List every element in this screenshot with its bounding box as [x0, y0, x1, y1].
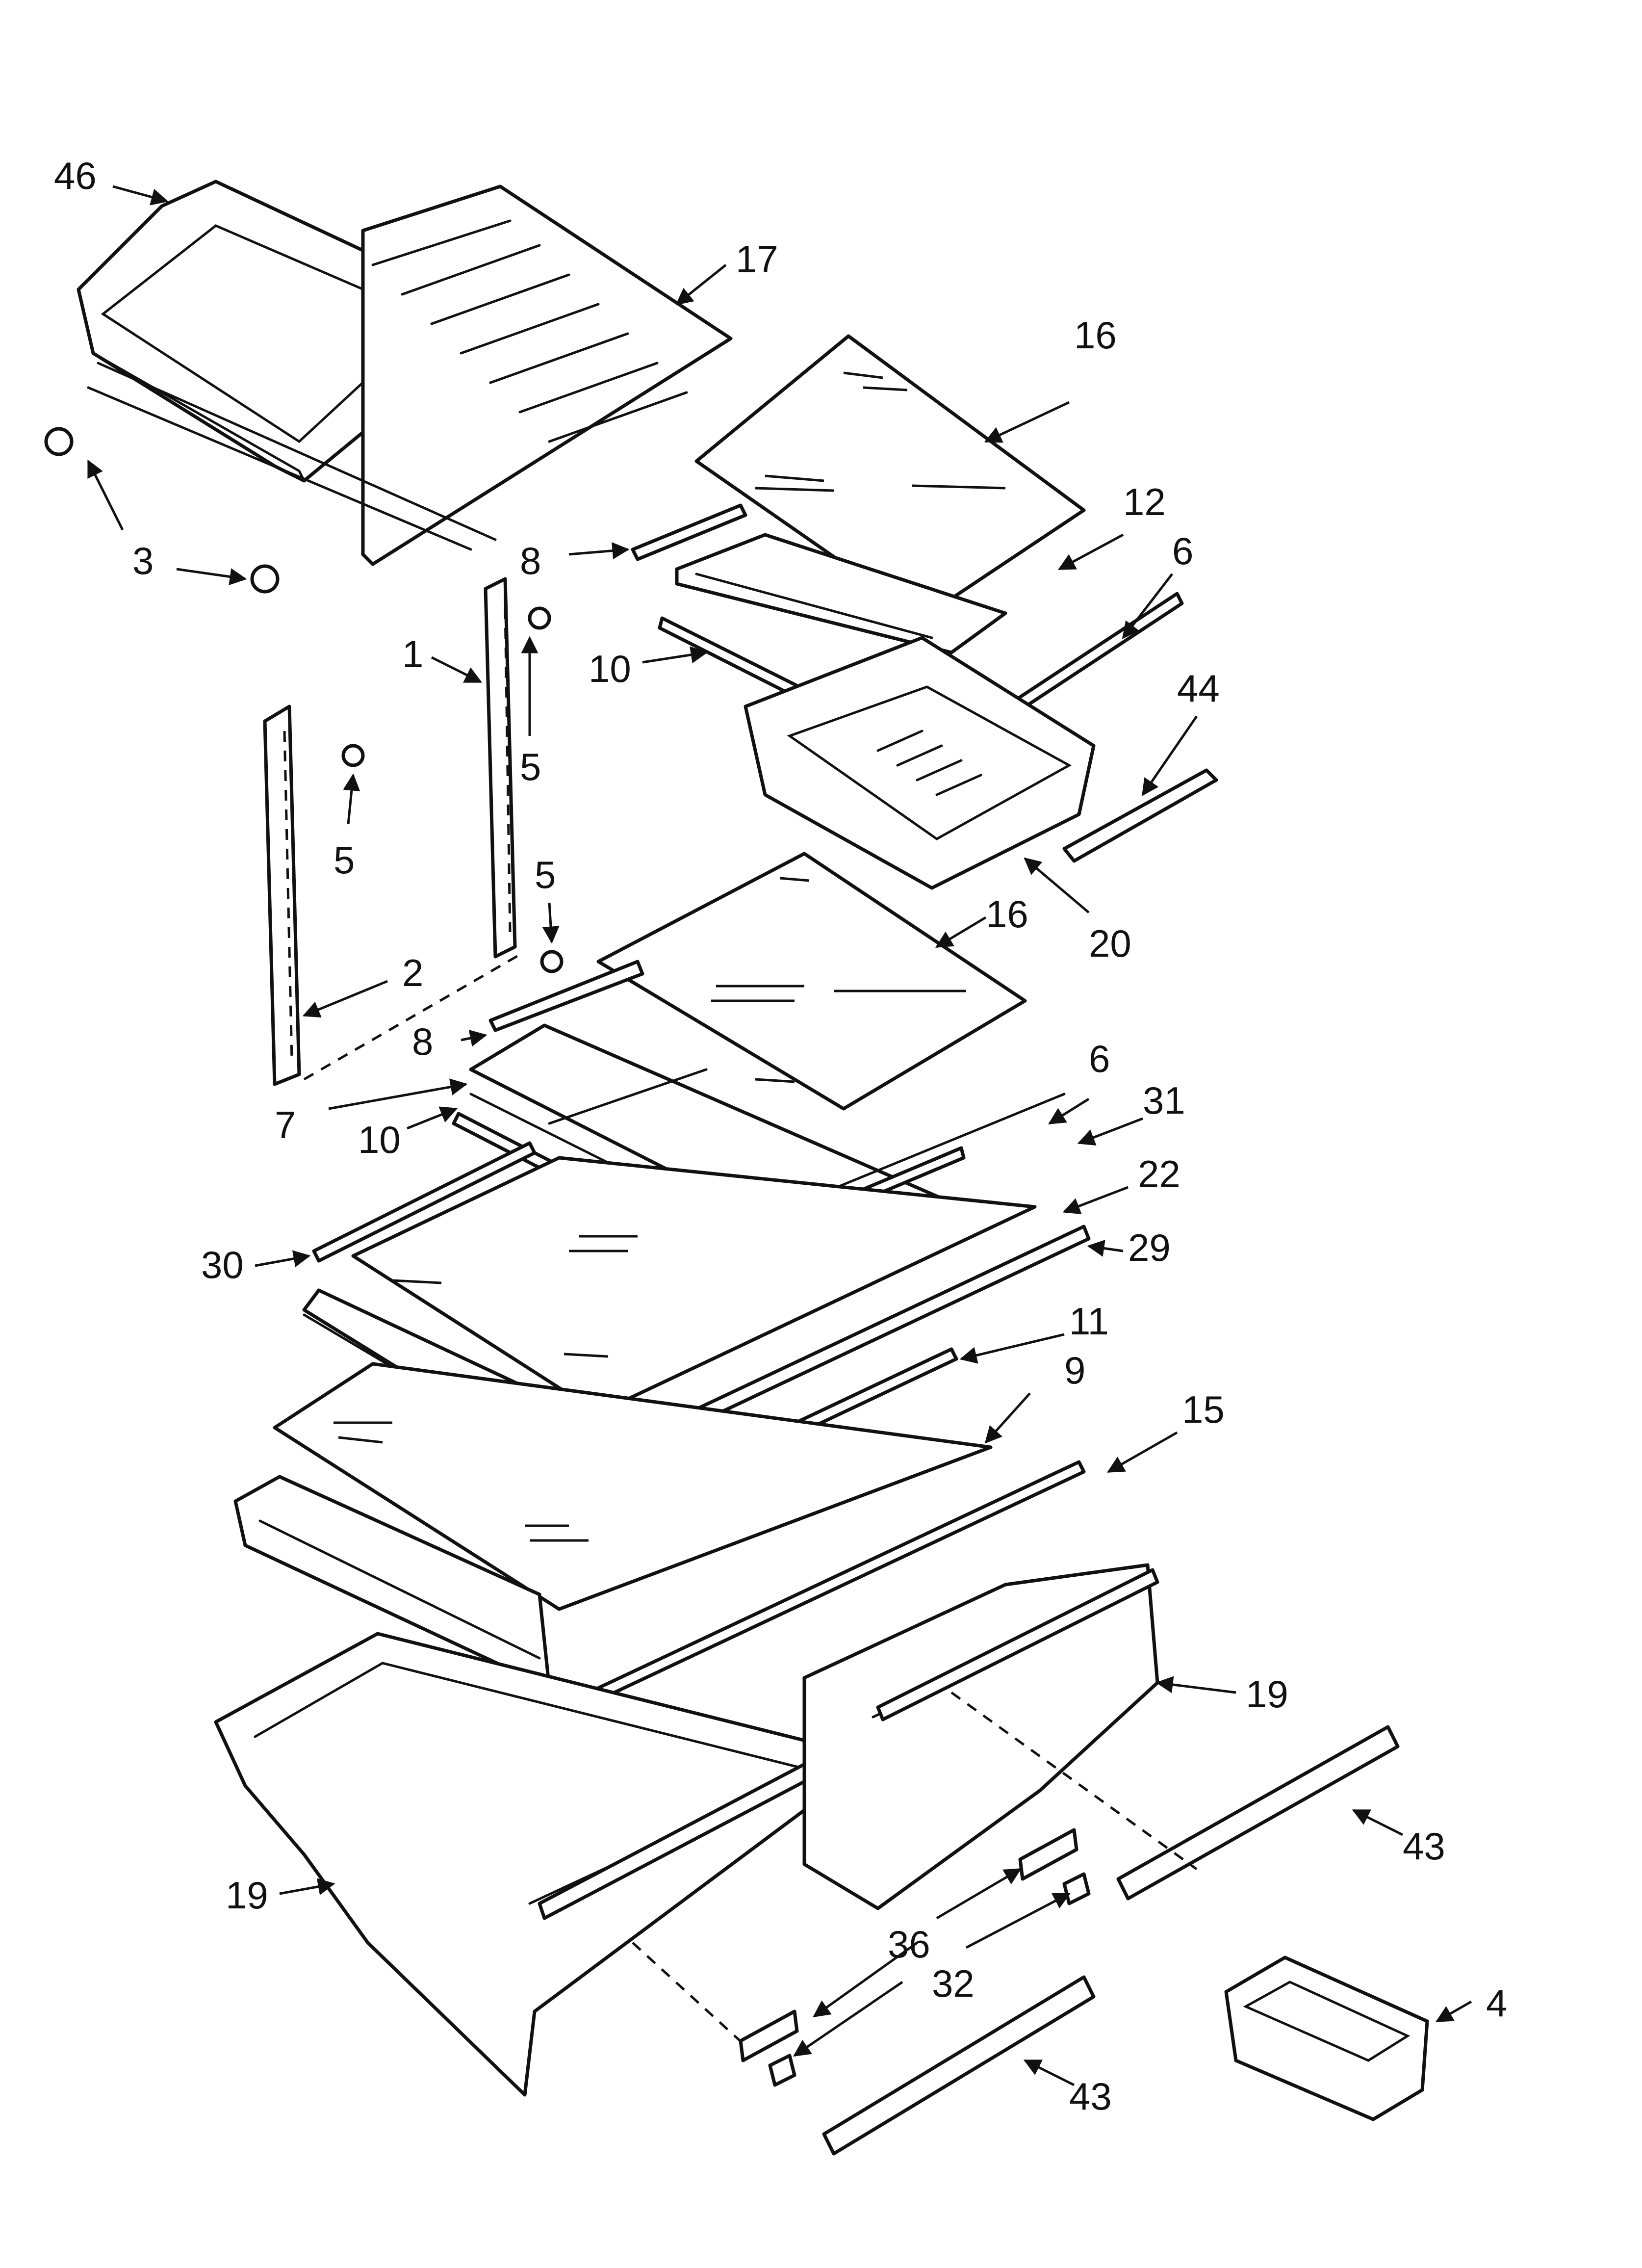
callout-4: 4	[1486, 1981, 1507, 2025]
callout-7: 7	[275, 1103, 296, 1147]
part-36-slide-clips	[739, 1828, 1078, 2062]
callout-2: 2	[402, 951, 423, 994]
callout-labels: 46 17 3 16 12 8 6 1 10 44 5 5 5 16 20 2 …	[54, 154, 1507, 2118]
part-3-end-caps	[44, 427, 280, 594]
callout-5-a: 5	[520, 745, 541, 788]
part-12-crisper-frame	[675, 533, 1007, 654]
part-2-ladder-support	[263, 704, 526, 1086]
part-20-crisper-drawer	[744, 636, 1096, 890]
part-19-right-crisper	[802, 1563, 1159, 1910]
callout-19-right: 19	[1246, 1672, 1288, 1716]
part-32-slide-caps	[768, 1872, 1091, 2087]
callout-44: 44	[1177, 667, 1220, 710]
callout-30: 30	[201, 1243, 244, 1286]
callout-10-lower: 10	[358, 1118, 401, 1161]
callout-46: 46	[54, 154, 97, 197]
callout-31: 31	[1143, 1079, 1185, 1122]
callout-15: 15	[1182, 1388, 1225, 1431]
part-4-small-bin	[1224, 1955, 1429, 2121]
callout-43-right: 43	[1403, 1825, 1445, 1868]
callout-16-upper: 16	[1074, 313, 1117, 357]
callout-22: 22	[1138, 1152, 1180, 1196]
callout-leaders	[87, 185, 1472, 2086]
callout-36: 36	[888, 1923, 930, 1966]
callout-9: 9	[1064, 1349, 1085, 1392]
part-30-shelf-trim	[312, 1141, 537, 1263]
part-44-drawer-trim	[1062, 768, 1218, 863]
callout-6-lower: 6	[1089, 1037, 1110, 1080]
part-8-upper-trim	[631, 503, 747, 561]
part-1-ladder-support	[484, 577, 517, 959]
callout-11: 11	[1069, 1300, 1109, 1343]
callout-5-c: 5	[535, 853, 556, 896]
callout-19-left: 19	[226, 1874, 268, 1917]
part-19-left-crisper	[214, 1632, 836, 2097]
callout-17: 17	[736, 237, 778, 281]
part-5-screws	[341, 606, 564, 973]
callout-8-upper: 8	[520, 539, 541, 582]
callout-29: 29	[1128, 1226, 1171, 1269]
callout-10-upper: 10	[589, 647, 631, 690]
callout-5-b: 5	[334, 838, 355, 882]
callout-1: 1	[402, 632, 423, 676]
callout-3: 3	[132, 539, 154, 582]
part-43-crisper-trims	[822, 1725, 1400, 2156]
callout-20: 20	[1089, 922, 1131, 965]
part-22-shelf-glass	[351, 1156, 1037, 1415]
part-16-lower-glass-shelf	[596, 852, 1027, 1111]
callout-6-upper: 6	[1172, 529, 1193, 573]
part-17-wire-shelf	[87, 184, 733, 566]
part-9-glass-shelf	[273, 1362, 993, 1611]
callout-12: 12	[1123, 480, 1166, 523]
callout-8-lower: 8	[412, 1020, 433, 1063]
callout-32: 32	[932, 1962, 975, 2005]
callout-16-lower: 16	[986, 892, 1028, 936]
callout-43-lower: 43	[1069, 2075, 1112, 2118]
